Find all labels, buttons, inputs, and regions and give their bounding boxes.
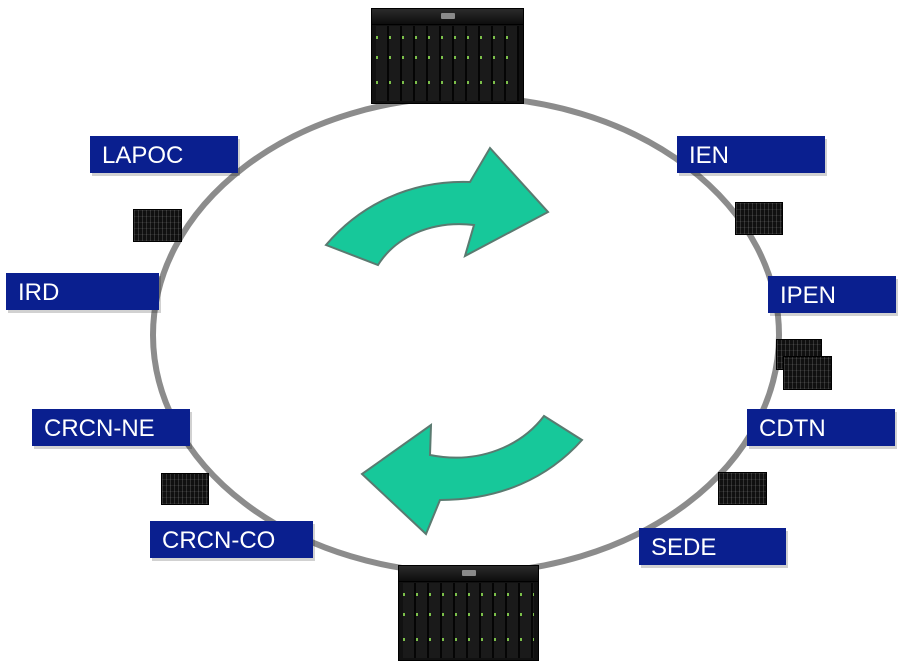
top-server-rack-icon [371, 8, 524, 104]
node-label-crcn-co: CRCN-CO [150, 521, 313, 558]
counterclockwise-arrow-icon [360, 414, 584, 536]
server-icon [161, 473, 209, 505]
clockwise-arrow-icon [324, 146, 550, 267]
node-label-ird: IRD [6, 273, 159, 310]
rack-top-panel [372, 9, 523, 25]
node-label-ipen: IPEN [768, 276, 896, 313]
node-label-cdtn: CDTN [747, 409, 895, 446]
node-label-sede: SEDE [639, 528, 786, 565]
server-icon [735, 202, 783, 235]
server-icon [783, 356, 832, 390]
node-label-lapoc: LAPOC [90, 136, 238, 173]
server-icon [133, 209, 182, 242]
node-label-ien: IEN [677, 136, 825, 173]
server-icon [718, 472, 767, 505]
rack-top-panel [399, 566, 538, 582]
node-label-crcn-ne: CRCN-NE [32, 409, 190, 446]
bottom-server-rack-icon [398, 565, 539, 661]
